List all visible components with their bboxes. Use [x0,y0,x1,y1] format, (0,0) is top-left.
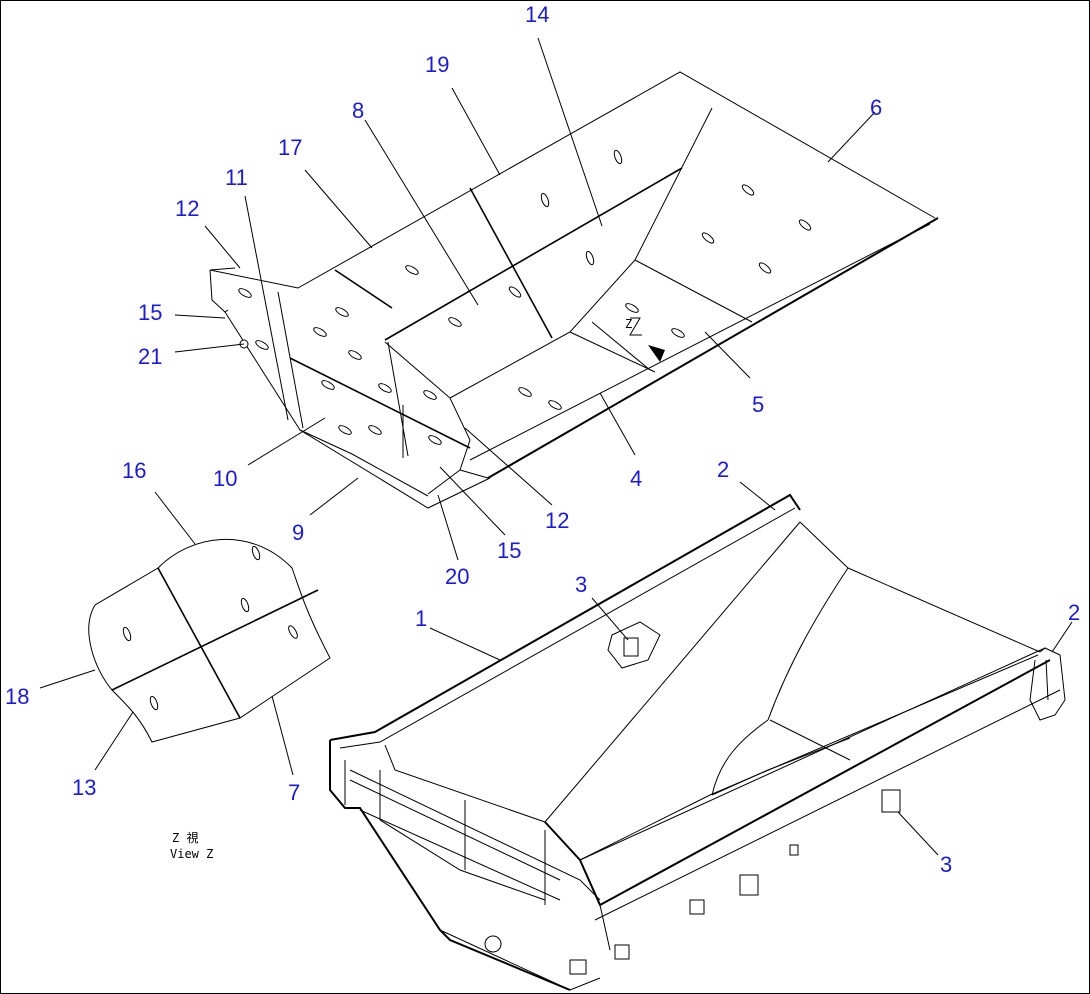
callout-15-bottom: 15 [497,538,521,563]
view-z-marker: Z [625,317,632,331]
callout-8: 8 [352,98,364,123]
caption-line1: Z 視 [172,830,198,845]
callout-15-top: 15 [138,300,162,325]
callout-18: 18 [5,684,29,709]
upper-liner-assembly [209,71,939,509]
dump-body [329,493,1066,991]
callout-7: 7 [288,780,300,805]
leader-lines [39,37,1073,856]
view-z-arrow-icon [648,345,665,362]
caption-line2: View Z [170,847,213,861]
slots-upper [238,149,812,445]
callout-2-top: 2 [717,457,729,482]
callout-14: 14 [525,2,549,27]
callout-2-right: 2 [1068,600,1080,625]
bracket-3-top [607,621,661,669]
callout-5: 5 [752,392,764,417]
callout-17: 17 [278,135,302,160]
callout-13: 13 [72,775,96,800]
view-z-detail [88,538,331,743]
hinge-brackets [569,844,799,975]
callout-11: 11 [225,165,248,190]
callout-9: 9 [292,520,304,545]
callout-12-top: 12 [175,196,199,221]
callout-4: 4 [630,466,642,491]
callout-16: 16 [122,458,146,483]
drain-hole-icon [484,935,502,953]
callout-21: 21 [138,344,162,369]
callout-labels: 14 19 6 8 17 11 12 15 21 5 4 10 9 12 15 … [5,2,1080,877]
callout-6: 6 [870,95,882,120]
bracket-3-bottom [881,789,901,813]
callout-10: 10 [213,466,237,491]
callout-1: 1 [415,606,427,631]
callout-3-bottom: 3 [940,852,952,877]
callout-20: 20 [445,564,469,589]
callout-12-bottom: 12 [545,508,569,533]
callout-3-top: 3 [575,572,587,597]
callout-19: 19 [425,52,449,77]
